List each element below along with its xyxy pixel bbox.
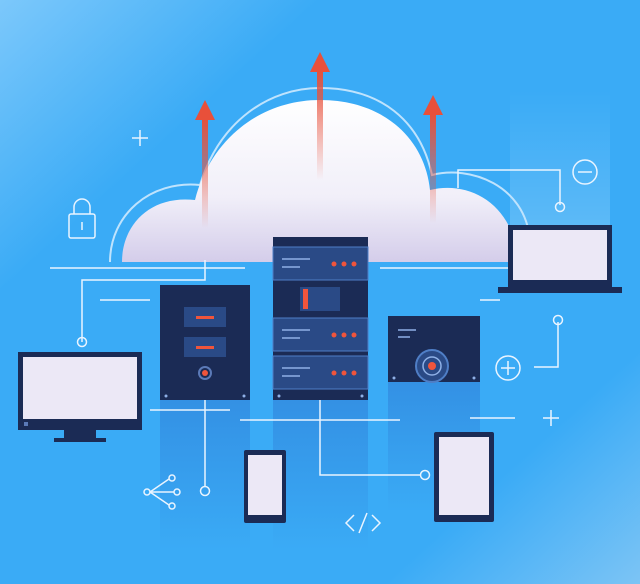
tablet xyxy=(434,432,494,522)
light-beam xyxy=(510,90,610,230)
storage-device xyxy=(388,316,480,383)
plus-icon xyxy=(132,130,148,146)
rack-unit xyxy=(272,317,369,352)
rack-unit xyxy=(272,355,369,390)
laptop xyxy=(498,225,622,293)
upload-arrow xyxy=(195,100,215,228)
smartphone xyxy=(244,450,286,523)
connector-lines xyxy=(50,169,600,487)
upload-arrow xyxy=(423,95,443,223)
code-icon xyxy=(344,512,382,534)
rack-unit xyxy=(272,246,369,281)
plus-circle-icon xyxy=(495,355,521,381)
connector-nodes xyxy=(76,201,566,497)
minus-circle-icon xyxy=(572,159,598,185)
cloud xyxy=(122,100,518,262)
server-rack xyxy=(272,237,369,400)
lock-icon xyxy=(68,198,96,239)
share-icon xyxy=(143,474,181,510)
upload-arrow xyxy=(310,52,330,180)
server-tower xyxy=(160,285,250,400)
plus-icon xyxy=(543,410,559,426)
desktop-monitor xyxy=(18,352,142,442)
